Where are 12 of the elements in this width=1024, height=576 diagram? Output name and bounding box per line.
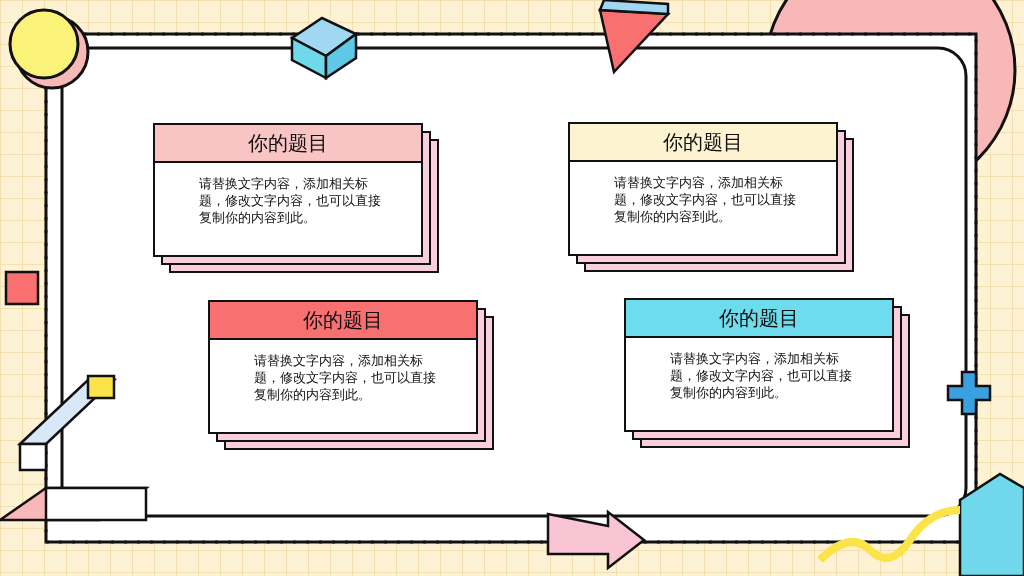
card-heading: 你的题目 — [155, 125, 421, 163]
card-heading: 你的题目 — [626, 300, 892, 338]
card-heading: 你的题目 — [570, 124, 836, 162]
text-card — [624, 298, 894, 432]
text-card — [153, 123, 423, 257]
card-text: 请替换文字内容，添加相关标题，修改文字内容，也可以直接复制你的内容到此。 — [198, 175, 382, 226]
text-card — [208, 300, 478, 434]
card-text: 请替换文字内容，添加相关标题，修改文字内容，也可以直接复制你的内容到此。 — [253, 352, 437, 403]
card-heading: 你的题目 — [210, 302, 476, 340]
card-text: 请替换文字内容，添加相关标题，修改文字内容，也可以直接复制你的内容到此。 — [669, 350, 853, 401]
card-text: 请替换文字内容，添加相关标题，修改文字内容，也可以直接复制你的内容到此。 — [613, 174, 797, 225]
text-card — [568, 122, 838, 256]
